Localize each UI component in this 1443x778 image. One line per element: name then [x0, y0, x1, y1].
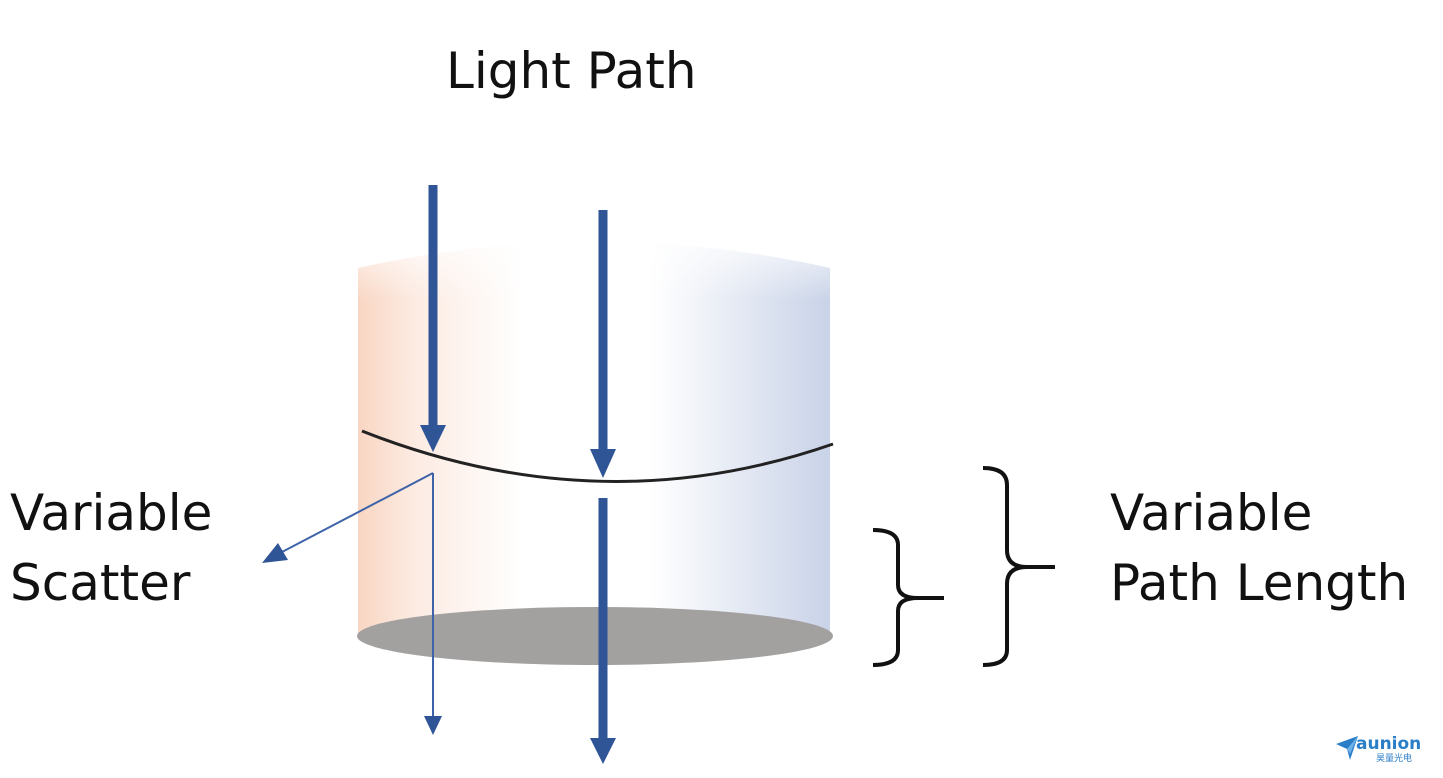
variable-scatter-label: Variable Scatter [10, 478, 212, 618]
cylinder-body [358, 241, 830, 636]
logo-sub-text: 昊量光电 [1376, 754, 1413, 764]
scatter-label-line1: Variable [10, 484, 213, 542]
aunion-logo-icon [1336, 736, 1358, 760]
scatter-label-line2: Scatter [10, 554, 191, 612]
thick-transmitted-arrow-head [590, 738, 616, 764]
thin-transmitted-arrow-head [424, 716, 442, 735]
path-label-line1: Variable [1110, 484, 1313, 542]
cylinder-base [357, 607, 833, 665]
diagram-title: Light Path [446, 42, 697, 100]
scatter-arrow-shaft [281, 472, 434, 553]
variable-path-length-label: Variable Path Length [1110, 478, 1408, 618]
path-label-line2: Path Length [1110, 554, 1409, 612]
logo-brand-text: aunion [1356, 734, 1422, 754]
small-bracket [872, 528, 919, 667]
scatter-arrow-head [262, 543, 288, 563]
cylinder-top-fade [358, 220, 830, 300]
large-bracket [982, 466, 1028, 667]
incoming-light-arrow-left-head [420, 425, 446, 452]
meniscus-curve [361, 429, 834, 483]
incoming-light-arrow-right-head [590, 449, 616, 478]
